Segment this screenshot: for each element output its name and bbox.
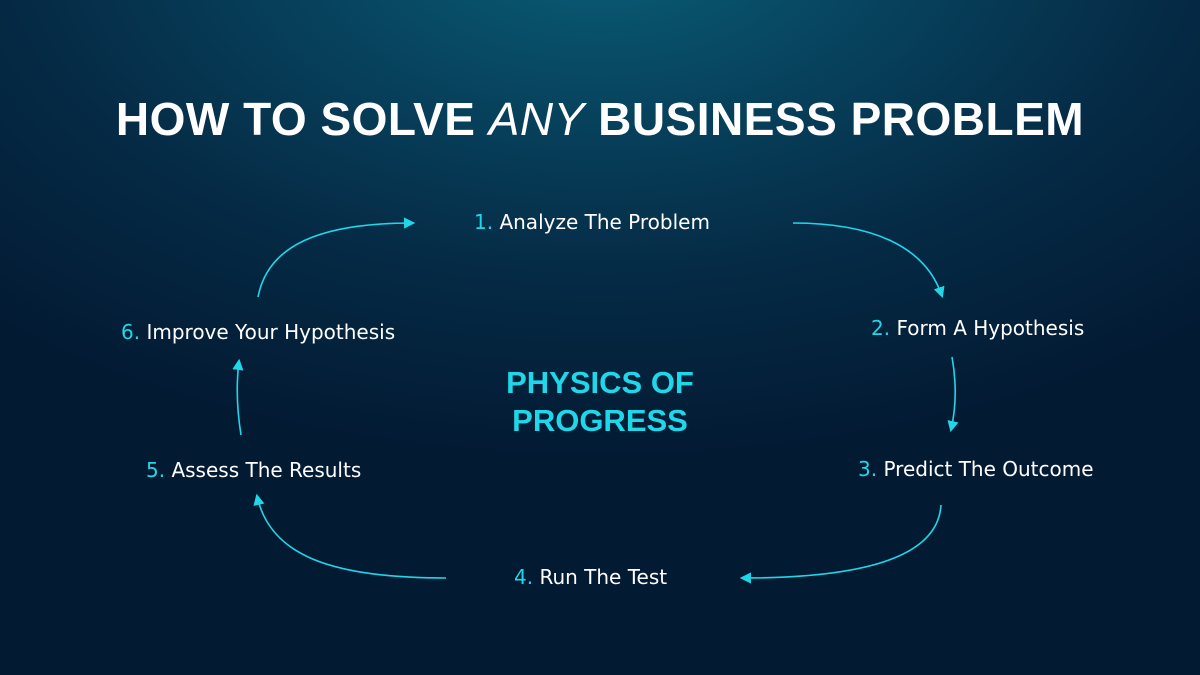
step-label: Analyze The Problem — [499, 210, 710, 234]
page-title: HOW TO SOLVE ANY BUSINESS PROBLEM — [0, 92, 1200, 146]
step-number: 6. — [121, 320, 141, 344]
arrow-6-to-1-icon — [257, 217, 416, 298]
arrow-2-to-3-icon — [947, 356, 959, 433]
arrow-3-to-4-icon — [739, 504, 942, 584]
step-label: Predict The Outcome — [883, 457, 1094, 481]
step-2-hypothesis: 2. Form A Hypothesis — [871, 316, 1084, 340]
center-label: PHYSICS OF PROGRESS — [450, 364, 750, 440]
arrow-1-to-2-icon — [792, 222, 945, 299]
step-3-predict: 3. Predict The Outcome — [858, 457, 1094, 481]
step-label: Run The Test — [539, 565, 668, 589]
step-label: Form A Hypothesis — [896, 316, 1085, 340]
title-part-2: BUSINESS PROBLEM — [584, 93, 1085, 145]
step-number: 4. — [514, 565, 534, 589]
center-label-line-1: PHYSICS OF — [506, 365, 694, 400]
step-label: Assess The Results — [171, 458, 362, 482]
step-1-analyze: 1. Analyze The Problem — [474, 210, 710, 234]
step-number: 2. — [871, 316, 891, 340]
title-part-1: HOW TO SOLVE — [115, 93, 489, 145]
title-emphasis: ANY — [488, 93, 585, 145]
step-number: 3. — [858, 457, 878, 481]
step-number: 1. — [474, 210, 494, 234]
step-6-improve: 6. Improve Your Hypothesis — [121, 320, 395, 344]
step-label: Improve Your Hypothesis — [146, 320, 396, 344]
arrow-5-to-6-icon — [232, 358, 244, 436]
center-label-line-2: PROGRESS — [512, 403, 688, 438]
arrow-4-to-5-icon — [253, 493, 447, 579]
step-5-assess: 5. Assess The Results — [146, 458, 361, 482]
step-number: 5. — [146, 458, 166, 482]
step-4-run-test: 4. Run The Test — [514, 565, 667, 589]
